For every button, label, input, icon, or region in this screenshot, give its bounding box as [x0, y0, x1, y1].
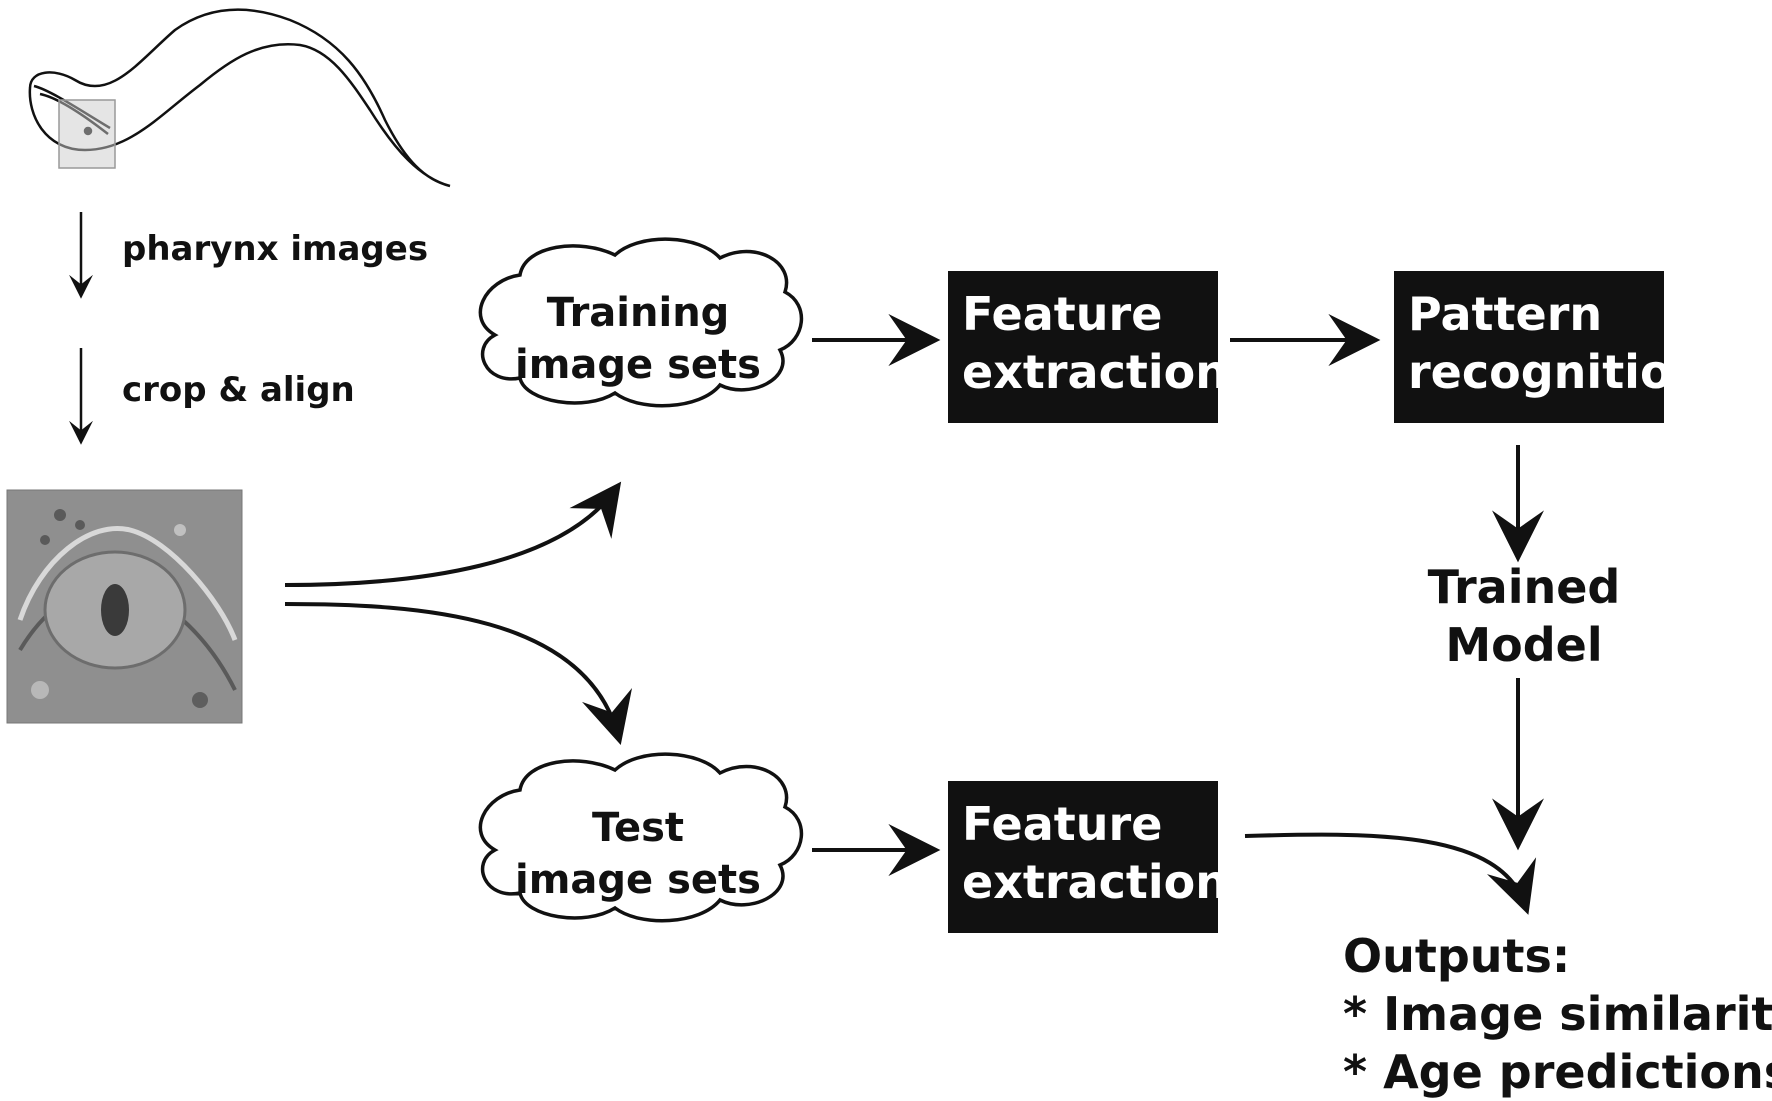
outputs-item-image-similarity: * Image similarity [1343, 987, 1772, 1041]
trained-model-line2: Model [1445, 618, 1603, 672]
pattern-recognition-line2: recognition [1408, 345, 1705, 399]
training-cloud-shape [478, 237, 803, 408]
feature-extraction-top-line1: Feature [962, 287, 1163, 341]
outputs-item-age-predictions: * Age predictions [1343, 1045, 1772, 1099]
feature-extraction-bottom-line1: Feature [962, 797, 1163, 851]
outputs-list: Outputs: * Image similarity * Age predic… [1343, 927, 1772, 1101]
feature-extraction-top-line2: extraction [962, 345, 1228, 399]
training-cloud-label: Training image sets [508, 287, 768, 391]
arrow-photo-to-test [284, 602, 632, 746]
pattern-recognition-box: Pattern recognition [1394, 271, 1705, 423]
training-cloud-line2: image sets [515, 342, 761, 388]
feature-extraction-bottom-line2: extraction [962, 855, 1228, 909]
test-cloud-shape [478, 752, 803, 923]
arrow-feature-to-outputs [1244, 832, 1537, 915]
training-cloud-line1: Training [546, 290, 730, 336]
pharynx-photo [6, 489, 243, 724]
outputs-title: Outputs: [1343, 929, 1571, 983]
pharynx-images-label: pharynx images [122, 229, 429, 269]
pattern-recognition-line1: Pattern [1408, 287, 1603, 341]
trained-model-label: Trained Model [1394, 558, 1654, 674]
trained-model-line1: Trained [1427, 560, 1621, 614]
test-cloud-line2: image sets [515, 857, 761, 903]
crop-align-label: crop & align [122, 370, 355, 410]
crop-region-marker [58, 99, 116, 169]
test-cloud-line1: Test [591, 805, 685, 851]
feature-extraction-bottom-box: Feature extraction [948, 781, 1228, 933]
arrow-photo-to-training [284, 481, 622, 587]
feature-extraction-top-box: Feature extraction [948, 271, 1228, 423]
test-cloud-label: Test image sets [508, 802, 768, 906]
